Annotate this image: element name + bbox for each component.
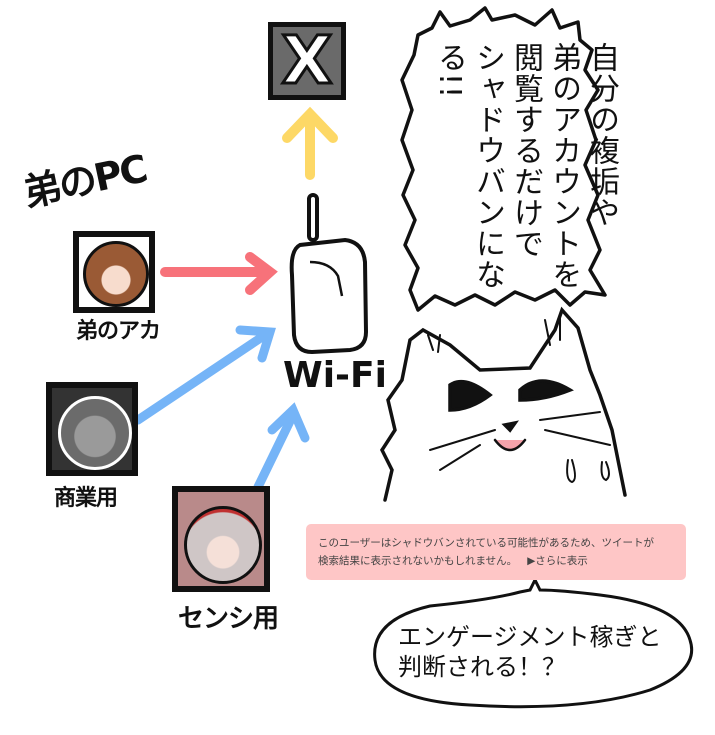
- arrow-account-1: [160, 252, 278, 295]
- account-label: センシ用: [178, 604, 279, 634]
- shout-column-2: 弟のアカウントを: [546, 42, 581, 290]
- speech-line-1: エンゲージメント稼ぎと: [398, 623, 662, 651]
- shout-column-3: 閲覧するだけで: [508, 42, 543, 259]
- arrow-account-3: [253, 402, 310, 492]
- arrow-account-2: [133, 325, 276, 425]
- shadowban-notice: このユーザーはシャドウバンされている可能性があるため、ツイートが 検索結果に表示…: [306, 524, 686, 580]
- notice-line-2: 検索結果に表示されないかもしれません。: [318, 555, 518, 567]
- account-label: 商業用: [54, 486, 118, 511]
- shout-bubble-outline: [400, 6, 607, 312]
- speech-bubble-text: エンゲージメント稼ぎと 判断される！？: [398, 622, 662, 682]
- account-label: 弟のアカ: [76, 319, 161, 344]
- arrow-to-x: [282, 106, 338, 180]
- notice-line-1: このユーザーはシャドウバンされている可能性があるため、ツイートが: [318, 537, 654, 549]
- account-card-commercial: 商業用: [46, 382, 146, 512]
- x-logo-icon: X: [268, 22, 346, 100]
- speech-line-2: 判断される！？: [398, 653, 566, 681]
- notice-line-2-row: 検索結果に表示されないかもしれません。 ▶さらに表示: [318, 552, 674, 570]
- shout-bubble-text: 自分の複垢や 弟のアカウントを 閲覧するだけで シャドウバンになる!!: [430, 42, 620, 302]
- avatar-frame: [172, 486, 270, 592]
- avatar-chibi-girl: [184, 506, 262, 584]
- account-card-sensitive: センシ用: [172, 486, 282, 636]
- shout-column-1: 自分の複垢や: [584, 42, 619, 228]
- avatar-gray-cat: [58, 396, 132, 470]
- account-card-brother: 弟のアカ: [68, 231, 161, 344]
- wifi-label: Wi-Fi: [283, 355, 387, 396]
- speech-bubble-outline: [373, 576, 693, 709]
- show-more-link[interactable]: ▶さらに表示: [527, 555, 588, 567]
- avatar-frame: [46, 382, 138, 476]
- x-logo-glyph: X: [280, 22, 334, 99]
- avatar-frame: [73, 231, 155, 313]
- avatar-anime-girl: [83, 241, 149, 307]
- cat-illustration: [379, 306, 627, 502]
- wifi-router-icon: [289, 193, 369, 355]
- shout-column-4: シャドウバンになる!!: [432, 42, 505, 290]
